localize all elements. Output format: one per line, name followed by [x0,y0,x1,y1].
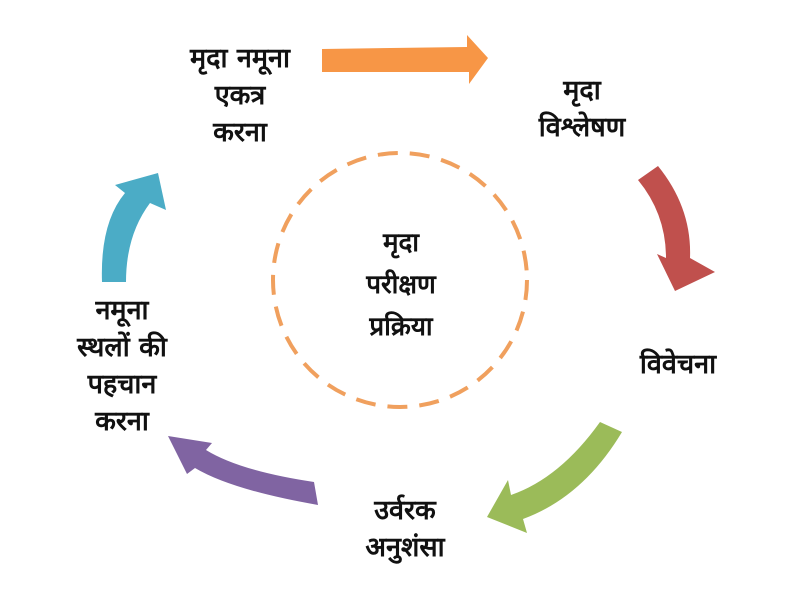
arrow-interpretation-to-recommendation [487,422,622,533]
arrow-site-identification-to-collect [101,173,166,282]
step-label-line: स्थलों की [77,332,167,363]
step-label-line: अनुशंसा [365,532,445,563]
step-label-line: नमूना [95,295,149,326]
step-label-line: करना [213,117,267,148]
step-label-line: करना [95,406,149,437]
step-label-line: एकत्र [214,80,266,111]
step-collect-sample: मृदा नमूना एकत्र करना [142,40,338,151]
step-fertilizer-recommendation: उर्वरक अनुशंसा [330,492,480,566]
step-label-line: मृदा [563,75,601,106]
step-label-line: विवेचना [639,349,717,380]
arrow-recommendation-to-site-identification [168,436,318,505]
step-soil-analysis: मृदा विश्लेषण [498,72,666,146]
step-identify-sample-sites: नमूना स्थलों की पहचान करना [34,292,210,440]
center-dashed-ring [271,151,529,409]
step-label-line: उर्वरक [374,495,436,526]
arrow-collect-to-analysis [322,35,488,84]
step-interpretation: विवेचना [608,346,748,383]
center-label: मृदा परीक्षण प्रक्रिया [318,222,484,348]
step-label-line: पहचान [87,369,157,400]
center-label-line: परीक्षण [366,270,436,300]
center-label-line: प्रक्रिया [369,312,433,342]
step-label-line: मृदा नमूना [190,43,290,74]
step-label-line: विश्लेषण [538,112,626,143]
center-label-line: मृदा [382,228,420,258]
arrow-analysis-to-interpretation [638,166,715,291]
